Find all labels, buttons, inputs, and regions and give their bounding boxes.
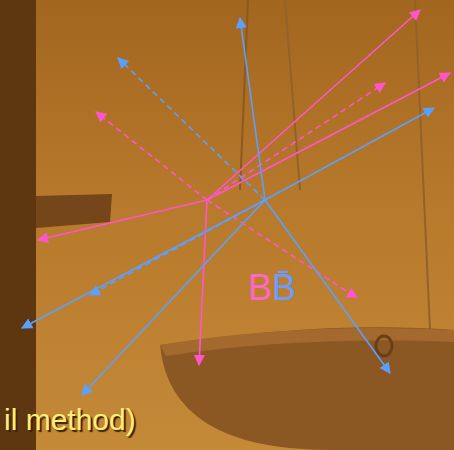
- b-decay-tracks: [38, 10, 450, 365]
- bbar-meson-label: B̄: [272, 268, 296, 308]
- b-meson-label: B: [248, 268, 272, 308]
- bbar-decay-tracks: [22, 18, 434, 395]
- method-text: il method): [4, 403, 136, 436]
